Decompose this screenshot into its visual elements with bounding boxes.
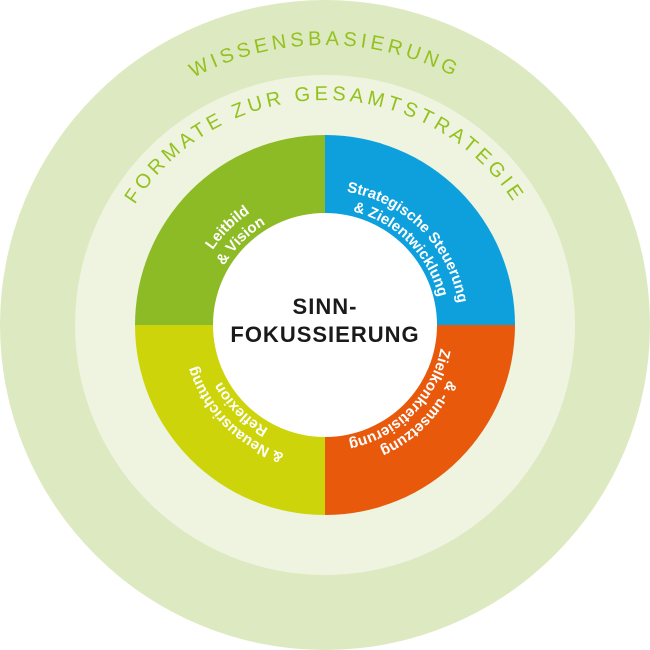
center-title-line2: FOKUSSIERUNG bbox=[230, 322, 419, 347]
center-title-line1: SINN- bbox=[293, 294, 358, 319]
center-circle bbox=[213, 213, 437, 437]
